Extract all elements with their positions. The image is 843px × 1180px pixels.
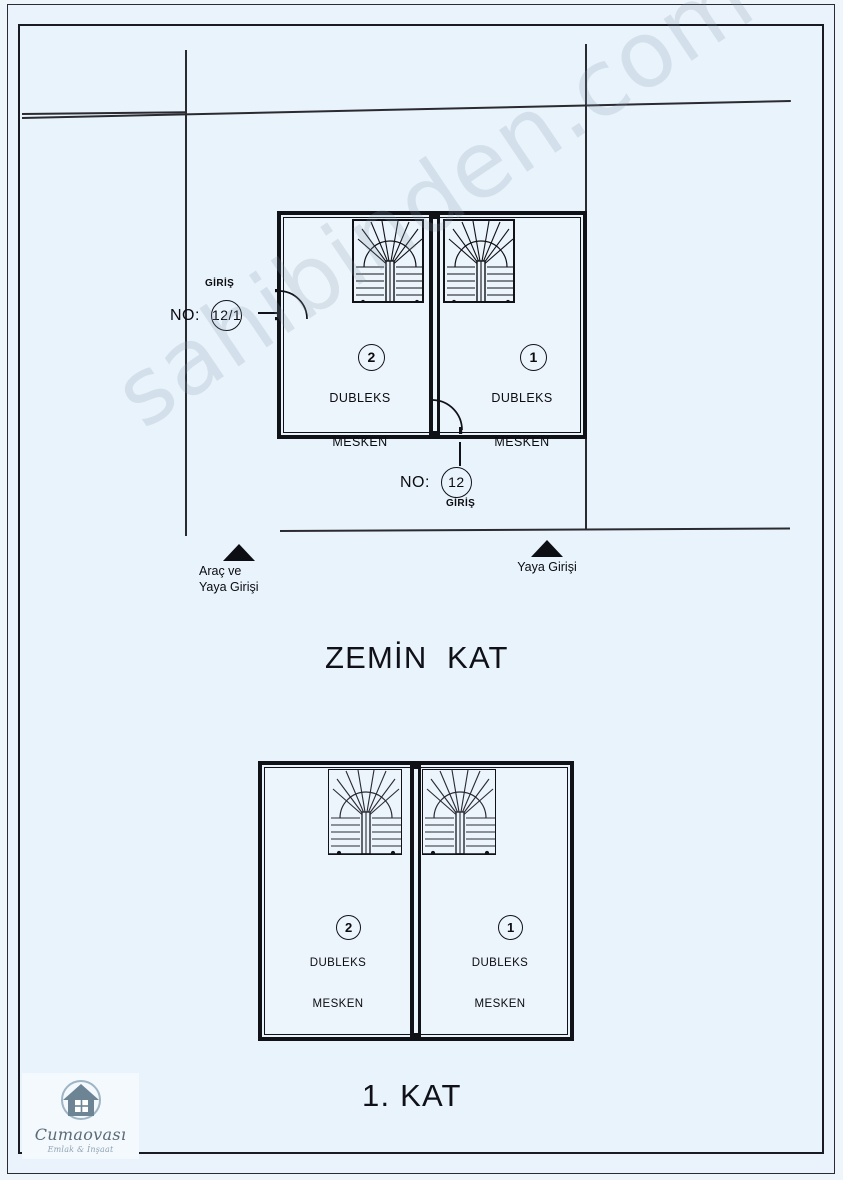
unit-number-ground-1: 1 (520, 343, 548, 371)
unit-label-ground-2: 2 DUBLEKS MESKEN (315, 329, 405, 479)
unit-type-line2-first-2: MESKEN (312, 997, 364, 1010)
unit-number-first-2: 2 (336, 914, 362, 940)
unit-type-line1-first-1: DUBLEKS (471, 957, 529, 970)
house-in-circle-icon (60, 1080, 101, 1120)
site-boundary-parcel-left (185, 50, 187, 536)
entrance-12-1-leader-line (258, 312, 280, 314)
first-floor-party-wall-cavity (413, 769, 418, 1033)
ground-floor-outer-wall (277, 211, 587, 439)
access-marker-vehicle-pedestrian: Araç ve Yaya Girişi (199, 544, 279, 595)
entrance-12-1-giris-label: GİRİŞ (205, 278, 235, 289)
agency-subtitle: Emlak & İnşaat (47, 1145, 114, 1154)
staircase-first-floor-unit-1 (422, 769, 496, 855)
unit-type-line1-ground-2: DUBLEKS (329, 390, 391, 405)
entrance-12-giris-label: GİRİŞ (446, 498, 476, 509)
ground-floor-title: ZEMİN KAT (325, 640, 509, 675)
unit-type-line2-first-1: MESKEN (474, 997, 526, 1010)
entrance-12-leader-line (459, 442, 461, 466)
unit-number-first-1: 1 (498, 914, 524, 940)
unit-label-first-1: 1 DUBLEKS MESKEN (430, 901, 570, 1039)
entrance-12-1-number: 12/1 (210, 300, 242, 331)
first-floor-outer-wall (258, 761, 574, 1041)
entrance-12-1-no-callout: NO: 12/1 (170, 300, 242, 331)
staircase-unit-1 (443, 219, 515, 303)
staircase-unit-2 (352, 219, 424, 303)
door-entrance-12-1 (275, 289, 311, 325)
entrance-12-no-callout: NO: 12 (400, 467, 472, 498)
access-marker-pedestrian: Yaya Girişi (504, 540, 590, 576)
unit-type-line1-ground-1: DUBLEKS (491, 390, 553, 405)
unit-type-line2-ground-2: MESKEN (332, 434, 388, 449)
unit-label-ground-1: 1 DUBLEKS MESKEN (477, 329, 567, 479)
access-marker-pedestrian-label: Yaya Girişi (517, 560, 577, 574)
entrance-12-no-prefix: NO: (400, 474, 430, 491)
unit-type-line1-first-2: DUBLEKS (309, 957, 367, 970)
door-entrance-12 (429, 397, 465, 437)
agency-logo: Cumaovası Emlak & İnşaat (22, 1073, 139, 1159)
access-marker-vehicle-pedestrian-label: Araç ve Yaya Girişi (199, 564, 259, 594)
entrance-12-1-no-prefix: NO: (170, 307, 200, 324)
unit-number-ground-2: 2 (358, 343, 386, 371)
up-arrow-icon (531, 540, 563, 557)
first-floor-title: 1. KAT (362, 1078, 462, 1113)
ground-floor-plan: 2 DUBLEKS MESKEN 1 DUBLEKS MESKEN (275, 211, 587, 449)
agency-name: Cumaovası (34, 1125, 127, 1144)
first-floor-plan: 2 DUBLEKS MESKEN 1 DUBLEKS MESKEN (258, 761, 574, 1041)
up-arrow-icon (223, 544, 255, 561)
entrance-12-number: 12 (440, 467, 472, 498)
unit-label-first-2: 2 DUBLEKS MESKEN (268, 901, 408, 1039)
unit-type-line2-ground-1: MESKEN (494, 434, 550, 449)
staircase-first-floor-unit-2 (328, 769, 402, 855)
ground-floor-party-wall-cavity (432, 219, 437, 431)
